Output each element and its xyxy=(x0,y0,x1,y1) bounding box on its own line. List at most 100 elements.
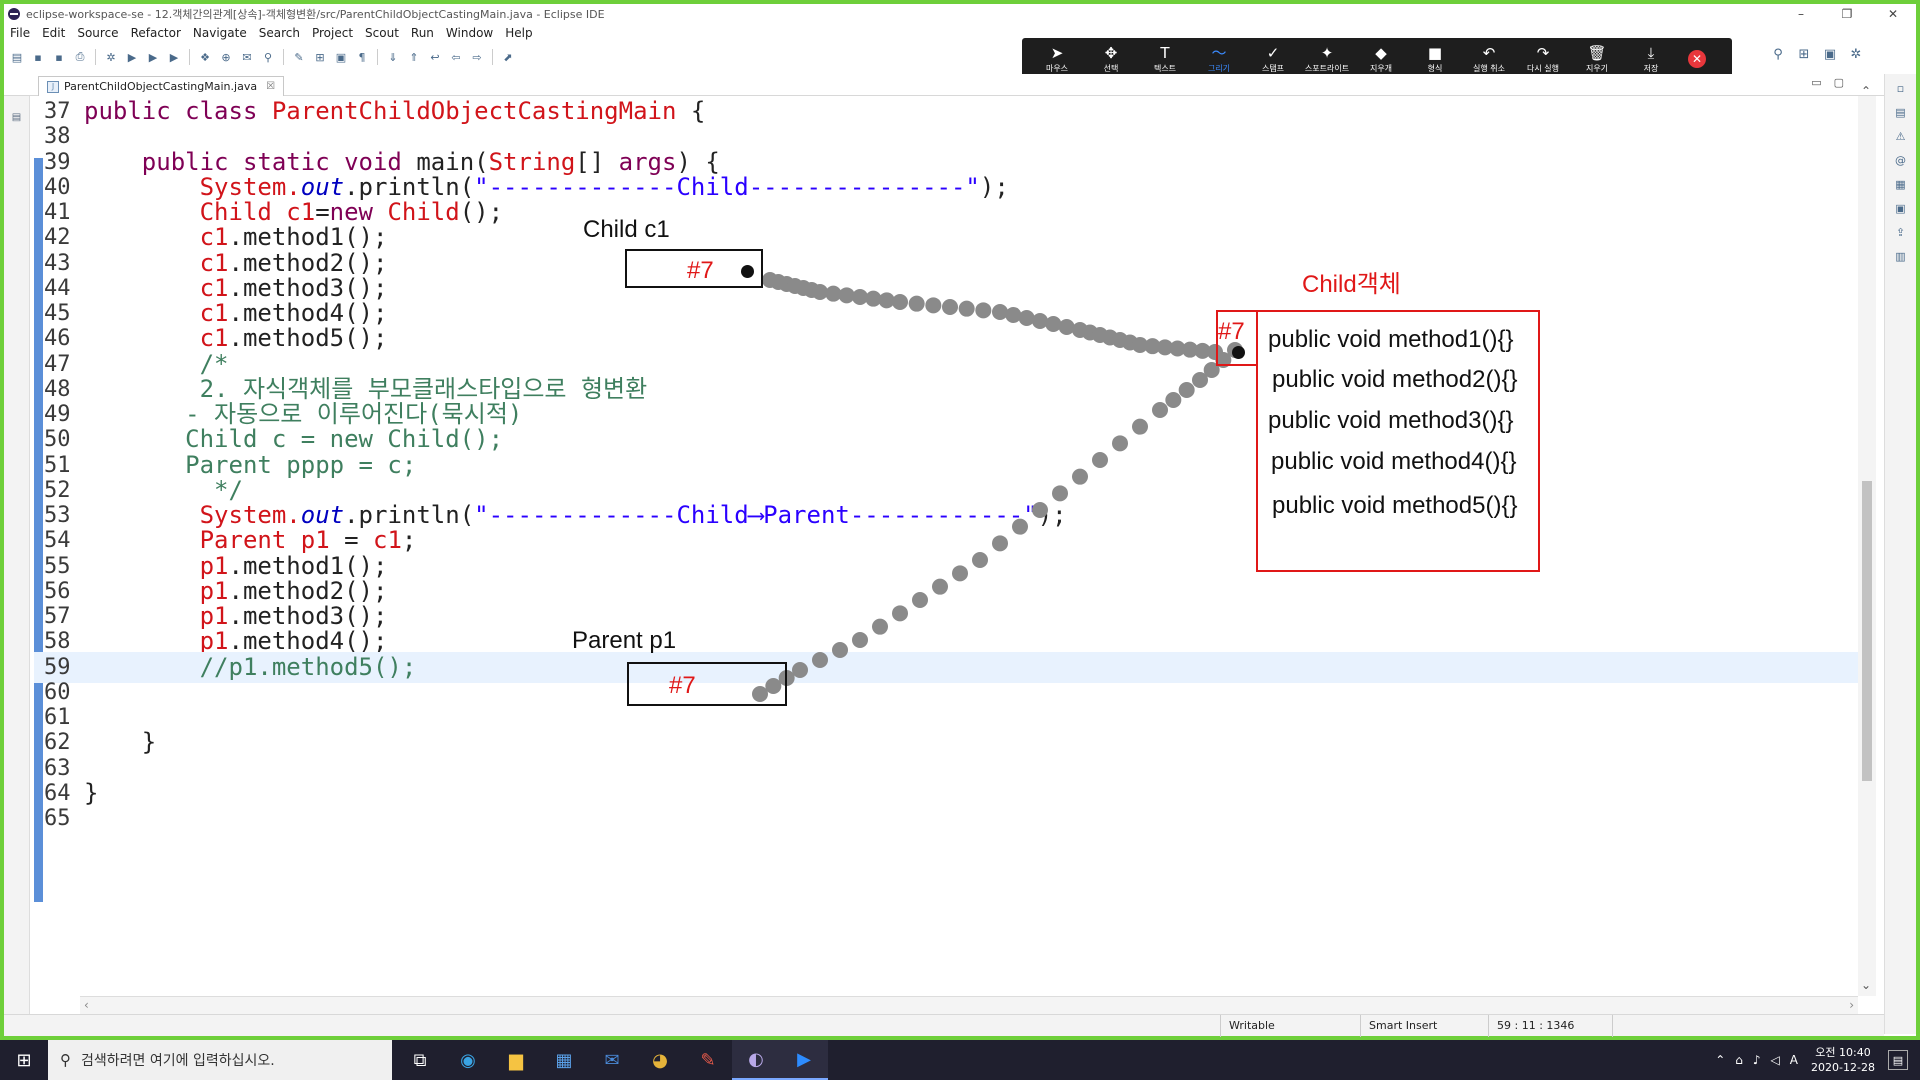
code-line[interactable]: 60 xyxy=(34,677,1858,708)
code-line[interactable]: 49 - 자동으로 이루어진다(묵시적) xyxy=(34,399,1858,430)
tab-close-icon[interactable]: ☒ xyxy=(266,81,276,92)
problems-icon[interactable]: ⚠ xyxy=(1895,130,1906,143)
edge-icon[interactable]: ◉ xyxy=(460,1049,476,1071)
annot-spotlight-button[interactable]: ✦스포트라이트 xyxy=(1300,40,1354,78)
menu-file[interactable]: File xyxy=(10,25,31,40)
debug-perspective-icon[interactable]: ✲ xyxy=(1850,46,1862,62)
menu-help[interactable]: Help xyxy=(505,25,533,40)
annot-format-button[interactable]: ■형식 xyxy=(1408,40,1462,78)
code-line[interactable]: 50 Child c = new Child(); xyxy=(34,424,1858,455)
last-edit-icon[interactable]: ↩ xyxy=(430,50,440,64)
mail-icon[interactable]: ✉ xyxy=(604,1049,620,1071)
speaker-icon[interactable]: ◁ xyxy=(1770,1053,1780,1067)
prev-annotation-icon[interactable]: ⇑ xyxy=(409,50,419,64)
console-icon[interactable]: ▣ xyxy=(1895,202,1906,215)
java-perspective-icon[interactable]: ▣ xyxy=(1823,46,1837,62)
print-icon[interactable]: ⎙ xyxy=(75,50,85,63)
annot-stamp-button[interactable]: ✓스탬프 xyxy=(1246,40,1300,78)
code-line[interactable]: 39 public static void main(String[] args… xyxy=(34,147,1858,178)
search-icon[interactable]: ⚲ xyxy=(1773,46,1783,62)
code-line[interactable]: 48 2. 자식객체를 부모클래스타입으로 형변환 xyxy=(34,374,1858,405)
search-tool-icon[interactable]: ⚲ xyxy=(263,50,273,64)
menu-search[interactable]: Search xyxy=(258,25,300,40)
show-whitespace-icon[interactable]: ¶ xyxy=(358,50,366,64)
chevron-up-icon[interactable]: ⌃ xyxy=(1715,1053,1726,1067)
servers-icon[interactable]: ▥ xyxy=(1895,250,1906,263)
code-line[interactable]: 42 c1.method1(); xyxy=(34,222,1858,253)
next-annotation-icon[interactable]: ⇓ xyxy=(388,50,398,64)
annot-clear-button[interactable]: 🗑지우기 xyxy=(1570,40,1624,78)
new-icon[interactable]: ▤ xyxy=(11,50,23,64)
run-icon[interactable]: ▶ xyxy=(127,50,137,64)
menu-navigate[interactable]: Navigate xyxy=(192,25,247,40)
annot-save-button[interactable]: ⤓저장 xyxy=(1624,40,1678,78)
annot-close-icon[interactable]: ✕ xyxy=(1688,50,1706,68)
code-line[interactable]: 47 /* xyxy=(34,349,1858,380)
debug-icon[interactable]: ✲ xyxy=(106,50,116,64)
notification-icon[interactable]: ▤ xyxy=(1888,1050,1908,1070)
store-icon[interactable]: ▦ xyxy=(555,1049,573,1071)
annot-draw-button[interactable]: 〜그리기 xyxy=(1192,40,1246,78)
menu-source[interactable]: Source xyxy=(77,25,119,40)
horizontal-scrollbar[interactable]: ‹ › xyxy=(80,996,1858,1014)
new-class-icon[interactable]: ⊕ xyxy=(221,50,231,64)
minimize-button[interactable]: – xyxy=(1798,7,1804,21)
toggle-breadcrumb-icon[interactable]: ⊞ xyxy=(315,50,325,64)
code-line[interactable]: 53 System.out.println("-------------Chil… xyxy=(34,500,1858,531)
code-line[interactable]: 52 */ xyxy=(34,475,1858,506)
menu-project[interactable]: Project xyxy=(311,25,354,40)
javadoc-icon[interactable]: @ xyxy=(1895,154,1906,167)
coverage-icon[interactable]: ▶ xyxy=(148,50,158,64)
start-button[interactable]: ⊞ xyxy=(0,1040,48,1080)
menu-edit[interactable]: Edit xyxy=(42,25,66,40)
save-icon[interactable]: ▪ xyxy=(34,50,42,64)
maximize-button[interactable]: ❐ xyxy=(1841,7,1853,21)
code-line[interactable]: 62 } xyxy=(34,727,1858,758)
scroll-right-icon[interactable]: › xyxy=(1849,998,1854,1012)
open-perspective-icon[interactable]: ⊞ xyxy=(1798,46,1810,62)
code-line[interactable]: 65 xyxy=(34,803,1858,834)
scroll-thumb[interactable] xyxy=(1862,481,1872,781)
toggle-mark-icon[interactable]: ✎ xyxy=(294,50,304,64)
code-line[interactable]: 57 p1.method3(); xyxy=(34,601,1858,632)
code-line[interactable]: 63 xyxy=(34,753,1858,784)
code-line[interactable]: 41 Child c1=new Child(); xyxy=(34,197,1858,228)
save-all-icon[interactable]: ▪ xyxy=(55,50,63,64)
task-view-icon[interactable]: ⧉ xyxy=(413,1049,427,1071)
scroll-down-icon[interactable]: ⌄ xyxy=(1861,978,1872,992)
maximize-view-icon[interactable]: ▢ xyxy=(1833,76,1844,89)
code-line[interactable]: 58 p1.method4(); xyxy=(34,626,1858,657)
network-icon[interactable]: ⌂ xyxy=(1735,1053,1743,1067)
restore-icon[interactable]: ▫ xyxy=(1896,82,1905,95)
code-line[interactable]: 46 c1.method5(); xyxy=(34,323,1858,354)
code-line[interactable]: 56 p1.method2(); xyxy=(34,576,1858,607)
microphone-icon[interactable]: ♪ xyxy=(1752,1053,1761,1067)
code-line[interactable]: 43 c1.method2(); xyxy=(34,248,1858,279)
zoom-icon[interactable]: ▶ xyxy=(780,1040,828,1080)
editor-tab[interactable]: J ParentChildObjectCastingMain.java ☒ xyxy=(38,76,285,96)
taskbar-search[interactable]: ⚲ 검색하려면 여기에 입력하십시오. xyxy=(48,1040,392,1080)
code-line[interactable]: 45 c1.method4(); xyxy=(34,298,1858,329)
annot-eraser-button[interactable]: ◆지우개 xyxy=(1354,40,1408,78)
annot-pointer-button[interactable]: ➤마우스 xyxy=(1030,40,1084,78)
chrome-icon[interactable]: ◕ xyxy=(652,1049,668,1071)
file-explorer-icon[interactable]: ▆ xyxy=(509,1049,523,1071)
menu-scout[interactable]: Scout xyxy=(365,25,399,40)
progress-icon[interactable]: ⇪ xyxy=(1895,226,1906,239)
pin-editor-icon[interactable]: ⬈ xyxy=(503,50,513,64)
forward-icon[interactable]: ⇨ xyxy=(472,50,482,64)
code-line[interactable]: 40 System.out.println("-------------Chil… xyxy=(34,172,1858,203)
external-tools-icon[interactable]: ▶ xyxy=(169,50,179,64)
ime-indicator[interactable]: A xyxy=(1789,1053,1798,1067)
block-select-icon[interactable]: ▣ xyxy=(335,50,347,64)
scroll-left-icon[interactable]: ‹ xyxy=(84,998,89,1012)
vertical-scrollbar[interactable]: ⌃ ⌄ xyxy=(1858,84,1876,996)
new-java-project-icon[interactable]: ❖ xyxy=(200,50,210,64)
paint-icon[interactable]: ✎ xyxy=(700,1049,716,1071)
declaration-icon[interactable]: ▦ xyxy=(1895,178,1906,191)
code-line[interactable]: 38 xyxy=(34,121,1858,152)
minimize-view-icon[interactable]: ▭ xyxy=(1811,76,1822,89)
menu-refactor[interactable]: Refactor xyxy=(130,25,181,40)
clock[interactable]: 오전 10:40 2020-12-28 xyxy=(1808,1045,1878,1075)
code-line[interactable]: 51 Parent pppp = c; xyxy=(34,450,1858,481)
